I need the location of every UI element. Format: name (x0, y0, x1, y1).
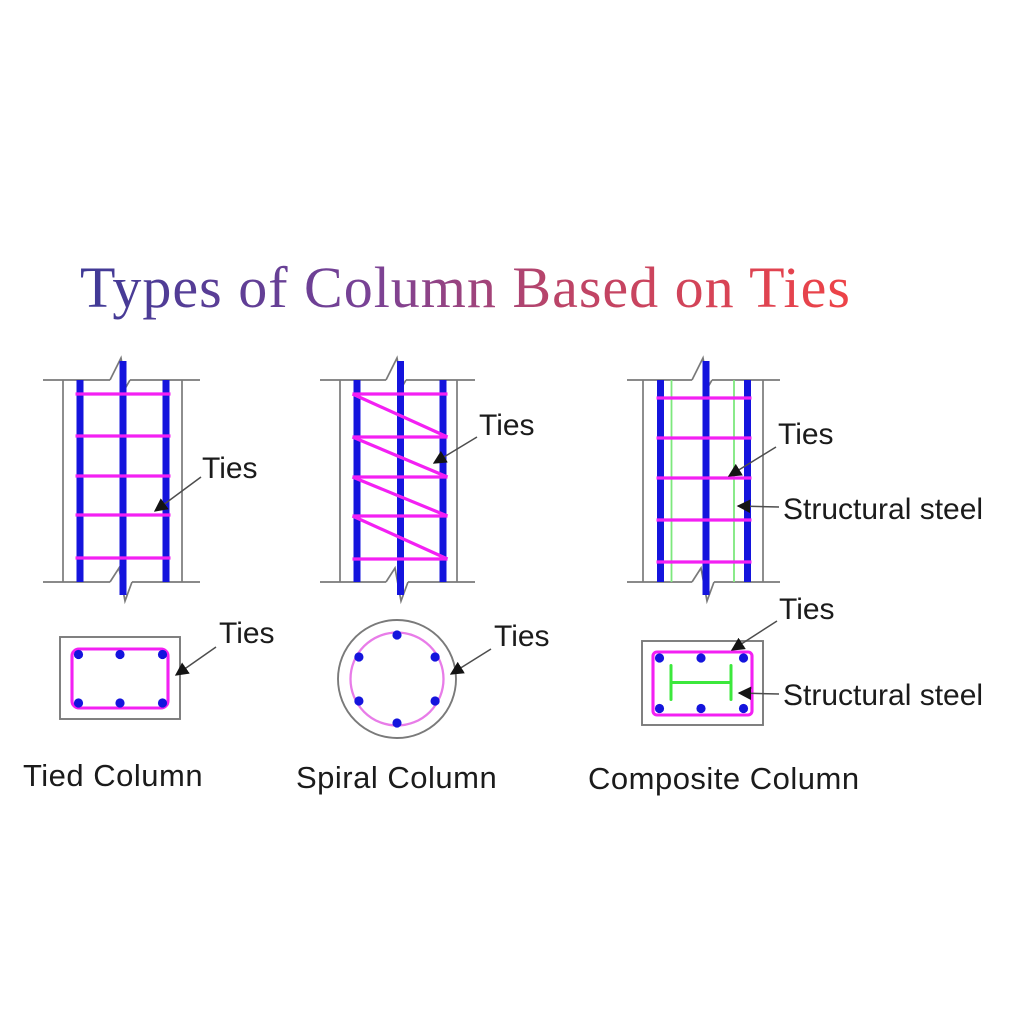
caption-spiral-column: Spiral Column (296, 760, 498, 795)
structural-steel-label-section: Structural steel (783, 679, 984, 712)
tied-column-section (59, 636, 181, 720)
structural-steel-arrow (736, 499, 780, 514)
ties-label-composite-elevation: Ties (778, 418, 834, 451)
ties-arrow (449, 648, 492, 675)
composite-column-section (641, 640, 764, 726)
rebar (162, 380, 170, 582)
ties-arrow (174, 646, 217, 676)
rebar (657, 380, 664, 582)
rebar-dots (654, 653, 749, 714)
structural-steel-label-elevation: Structural steel (783, 493, 984, 526)
ties-label-tied-section: Ties (219, 617, 275, 650)
section-outline (337, 619, 457, 739)
rebar (76, 380, 84, 582)
composite-column-elevation (627, 355, 780, 605)
structural-steel-arrow (737, 686, 780, 701)
page-title: Types of Column Based on Ties (80, 255, 851, 320)
tie-loop (70, 647, 170, 710)
rebar-dots (354, 630, 440, 728)
tied-column-elevation (43, 355, 200, 605)
rebar (439, 380, 447, 582)
ties-arrow (432, 436, 478, 464)
caption-composite-column: Composite Column (588, 761, 860, 796)
spiral-column-elevation (320, 355, 475, 605)
spiral-column-section (337, 619, 457, 739)
tie-bars (75, 392, 171, 560)
rebar-dots (73, 649, 168, 708)
tie-bars (656, 396, 752, 564)
caption-tied-column: Tied Column (23, 758, 204, 793)
ties-label-tied-elevation: Ties (202, 452, 258, 485)
spiral-tie (351, 392, 449, 561)
ties-arrow (730, 620, 778, 651)
ties-arrow (153, 476, 202, 512)
tie-loop (651, 650, 754, 717)
rebar (119, 361, 127, 595)
ties-label-spiral-section: Ties (494, 620, 550, 653)
ties-arrow (727, 446, 777, 477)
rebar (744, 380, 751, 582)
annotation-arrows (153, 436, 780, 701)
rebar (353, 380, 361, 582)
ties-label-spiral-elevation: Ties (479, 409, 535, 442)
structural-steel-h-section (669, 664, 733, 701)
ties-label-composite-section: Ties (779, 593, 835, 626)
